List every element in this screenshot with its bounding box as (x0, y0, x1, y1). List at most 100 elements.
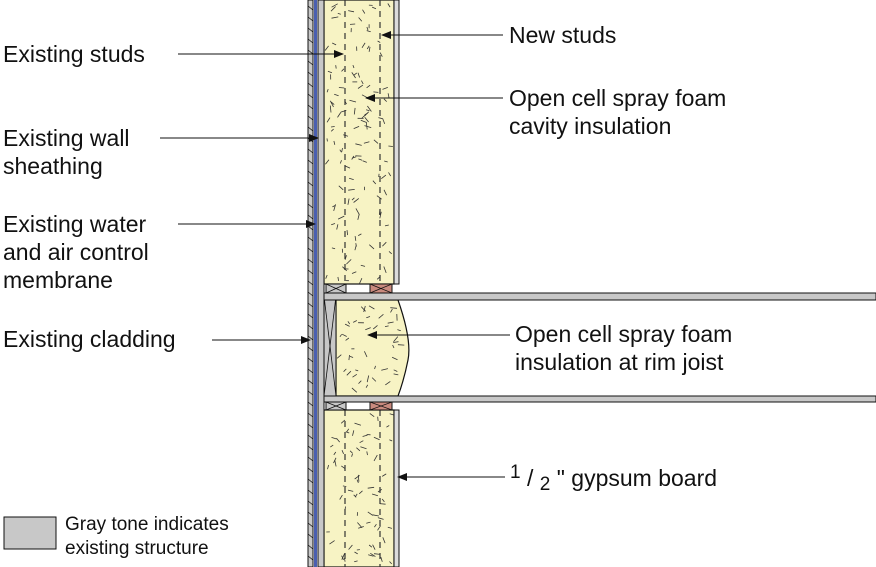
foam-speckle (341, 333, 347, 337)
cladding-lap-mark (307, 236, 314, 242)
foam-speckle (344, 165, 351, 169)
cladding-lap-mark (307, 269, 314, 275)
lower-cavity-insulation (323, 409, 395, 567)
foam-speckle (381, 473, 387, 477)
foam-speckle (348, 544, 353, 550)
foam-speckle (357, 474, 360, 482)
foam-speckle (386, 425, 390, 428)
foam-speckle (349, 450, 353, 454)
gypsum-board-lower (393, 409, 400, 567)
cladding-lap-mark (307, 49, 314, 55)
foam-speckle (355, 143, 362, 146)
cladding-lap-mark (307, 159, 314, 165)
foam-speckle (336, 224, 339, 230)
labels-right: New studs Open cell spray foam cavity in… (509, 22, 732, 495)
foam-speckle (384, 325, 389, 327)
label-existing-wall-sheathing: Existing wall sheathing (3, 125, 136, 179)
existing-membrane (314, 0, 317, 567)
foam-speckle (384, 160, 388, 163)
foam-speckle (331, 223, 336, 226)
cladding-lap-mark (307, 104, 314, 110)
foam-speckle (329, 100, 334, 108)
foam-speckle (369, 244, 375, 250)
foam-speckle (332, 42, 337, 46)
foam-speckle (324, 45, 329, 51)
foam-speckle (382, 537, 386, 544)
foam-speckle (331, 3, 338, 8)
foam-speckle (357, 72, 360, 78)
foam-speckle (377, 525, 381, 531)
foam-speckle (355, 369, 359, 372)
foam-speckle (360, 119, 368, 123)
foam-speckle (377, 40, 381, 43)
foam-speckle (389, 439, 393, 442)
cladding-lap-mark (307, 390, 314, 396)
foam-speckle (330, 6, 336, 12)
foam-speckle (345, 337, 350, 341)
foam-speckle (361, 42, 366, 49)
cladding-lap-mark (307, 412, 314, 418)
foam-speckle (354, 560, 358, 563)
foam-speckle (381, 174, 387, 180)
foam-speckle (332, 205, 336, 208)
foam-speckle (387, 321, 394, 324)
foam-speckle (365, 384, 369, 388)
foam-speckle (356, 447, 361, 452)
foam-speckle (371, 377, 377, 382)
floor-ceiling-lower (323, 395, 876, 403)
label-gypsum-board: 1 / 2 " gypsum board (510, 457, 717, 495)
foam-speckle (364, 116, 369, 123)
foam-speckle (387, 3, 391, 8)
cladding-lap-mark (307, 544, 314, 550)
cladding-lap-mark (307, 434, 314, 440)
foam-speckle (362, 160, 367, 163)
cladding-lap-mark (307, 467, 314, 473)
foam-speckle (344, 506, 346, 512)
foam-speckle (359, 440, 364, 444)
foam-speckle (348, 177, 354, 180)
cladding-lap-mark (307, 280, 314, 286)
cladding-lap-mark (307, 60, 314, 66)
foam-speckle (343, 368, 347, 372)
foam-speckle (391, 356, 398, 361)
foam-speckle (337, 215, 345, 220)
foam-speckle (351, 387, 358, 393)
cladding-lap-mark (307, 313, 314, 319)
cladding-lap-mark (307, 93, 314, 99)
foam-speckle (355, 208, 360, 215)
foam-speckle (353, 126, 360, 129)
foam-speckle (366, 30, 371, 33)
foam-speckle (354, 551, 358, 555)
foam-speckle (338, 87, 345, 89)
new-top-plate-x2 (369, 283, 393, 294)
foam-speckle (367, 511, 374, 516)
foam-speckle (378, 313, 384, 319)
foam-speckle (376, 276, 381, 280)
foam-speckle (366, 316, 371, 319)
cladding-lap-mark (307, 456, 314, 462)
legend-text: Gray tone indicates existing structure (65, 514, 234, 559)
foam-speckle (380, 503, 386, 505)
foam-speckle (330, 101, 335, 105)
label-existing-membrane: Existing water and air control membrane (3, 211, 155, 293)
foam-speckle (355, 493, 358, 497)
gypsum-fraction-slash: / (527, 465, 534, 491)
foam-speckle (366, 451, 368, 456)
foam-speckle (368, 46, 371, 52)
foam-speckle (338, 185, 344, 191)
foam-speckle (387, 526, 393, 529)
foam-speckle (360, 306, 366, 312)
foam-speckle (349, 99, 357, 103)
cladding-lap-mark (307, 346, 314, 352)
foam-speckle (339, 494, 343, 500)
foam-speckle (327, 70, 333, 74)
foam-speckle (393, 369, 398, 372)
cladding-lap-mark (307, 478, 314, 484)
foam-speckle (357, 522, 363, 529)
foam-speckle (369, 413, 375, 418)
foam-speckle (362, 9, 366, 14)
foam-speckle (342, 266, 347, 272)
foam-speckle (327, 464, 329, 470)
foam-speckle (354, 236, 357, 241)
foam-speckle (368, 544, 373, 548)
